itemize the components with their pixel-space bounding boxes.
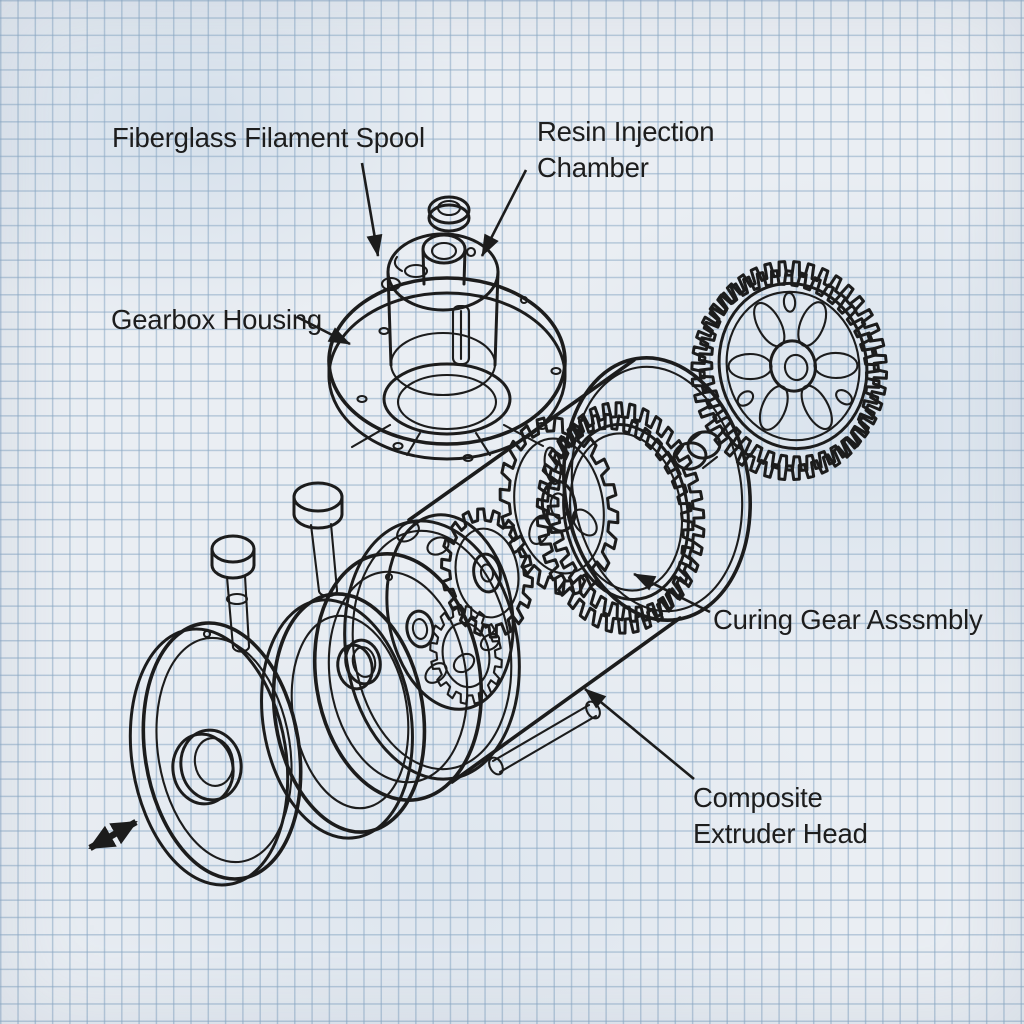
label-composite-extruder-line2: Extruder Head	[693, 818, 868, 849]
bolt-pin-left	[212, 536, 254, 652]
curing-gear-medium	[488, 409, 630, 603]
resin-port-detail	[382, 248, 475, 290]
leader-arrow-icon-extruder	[584, 687, 695, 781]
filament-spool-assembly	[329, 197, 565, 461]
spool-ring-cap	[429, 197, 469, 231]
gearbox-flange	[329, 278, 565, 461]
leader-arrow-icon-gearbox	[296, 315, 351, 346]
annotations: Fiberglass Filament Spool Resin Injectio…	[111, 116, 983, 849]
leader-arrow-icon-curing	[633, 572, 711, 614]
leader-arrow-icon-spool	[360, 162, 383, 257]
label-resin-injection-line1: Resin Injection	[537, 116, 714, 147]
gasket-ring	[245, 583, 441, 849]
label-gearbox-housing: Gearbox Housing	[111, 304, 322, 335]
exploded-direction-arrow-icon	[88, 822, 138, 848]
label-fiberglass-filament-spool: Fiberglass Filament Spool	[112, 122, 425, 153]
leader-arrow-icon-resin	[480, 169, 528, 257]
curing-gear-small	[433, 502, 542, 644]
label-resin-injection-line2: Chamber	[537, 152, 649, 183]
mount-plate	[298, 542, 499, 813]
end-boss	[672, 430, 722, 472]
front-cap-disc	[113, 612, 318, 897]
drive-gear	[671, 244, 907, 497]
bolt-pin-right	[294, 483, 342, 596]
label-curing-gear-assembly: Curing Gear Asssmbly	[713, 604, 983, 635]
label-composite-extruder-line1: Composite	[693, 782, 823, 813]
